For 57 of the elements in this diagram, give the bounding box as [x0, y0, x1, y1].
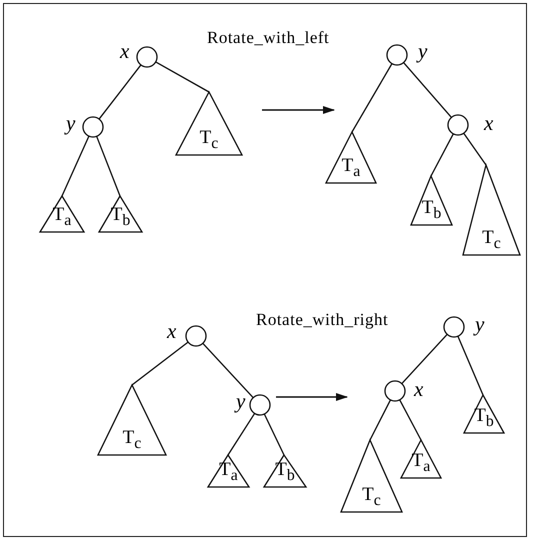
subtree-label: T$_{c}$: [122, 428, 142, 454]
tree-edge: [369, 400, 392, 440]
tree-edge: [403, 62, 452, 118]
tree-node-circle: [185, 325, 207, 347]
subtree-label: T$_{a}$: [218, 460, 239, 486]
tree-edge: [430, 134, 454, 176]
variable-label: y: [66, 112, 76, 134]
tree-edge: [155, 61, 210, 93]
subtree-triangle: [411, 176, 452, 225]
tree-edge: [227, 413, 256, 456]
subtree-label: T$_{b}$: [274, 460, 296, 486]
subtree-triangle: [401, 440, 441, 478]
tree-edge: [401, 334, 448, 384]
subtree-triangle: [464, 395, 504, 433]
subtree-label: T$_{b}$: [473, 406, 495, 432]
subtree-label: T$_{b}$: [110, 205, 132, 231]
variable-label: x: [484, 112, 494, 134]
variable-label: y: [236, 390, 246, 412]
tree-edge: [202, 342, 254, 398]
subtree-triangle: [99, 196, 142, 232]
subtree-triangle: [463, 165, 520, 255]
subtree-label: T$_{b}$: [420, 198, 442, 224]
tree-node-circle: [386, 44, 408, 66]
subtree-label: T$_{a}$: [410, 451, 432, 477]
tree-edge: [351, 63, 393, 132]
tree-node-circle: [136, 46, 158, 68]
tree-edge: [463, 132, 487, 166]
variable-label: y: [475, 313, 484, 335]
subtree-label: T$_{c}$: [361, 485, 382, 511]
variable-label: x: [414, 378, 424, 400]
subtree-triangle: [176, 92, 242, 155]
subtree-triangle: [326, 132, 376, 183]
tree-node-circle: [443, 316, 465, 338]
rotation-title: Rotate_with_left: [207, 28, 330, 48]
subtree-triangle: [264, 455, 306, 487]
tree-edge: [399, 400, 422, 440]
subtree-triangle: [40, 196, 84, 232]
rotation-title: Rotate_with_right: [256, 310, 388, 330]
tree-node-circle: [384, 380, 406, 402]
variable-label: y: [418, 40, 428, 62]
tree-node-circle: [249, 394, 271, 416]
subtree-triangle: [98, 385, 166, 455]
tree-edge: [457, 336, 484, 396]
tree-node-circle: [447, 114, 469, 136]
subtree-label: T$_{c}$: [481, 228, 502, 254]
subtree-label: T$_{a}$: [52, 205, 72, 231]
subtree-label: T$_{c}$: [198, 128, 220, 154]
tree-edge: [132, 342, 188, 386]
tree-edge: [61, 136, 90, 196]
tree-node-circle: [82, 116, 104, 138]
subtree-label: T$_{a}$: [340, 156, 362, 182]
variable-label: x: [120, 40, 130, 62]
tree-edge: [96, 136, 121, 196]
variable-label: x: [167, 320, 176, 342]
tree-edge: [98, 64, 142, 120]
tree-edge: [264, 414, 285, 456]
subtree-triangle: [208, 455, 249, 487]
